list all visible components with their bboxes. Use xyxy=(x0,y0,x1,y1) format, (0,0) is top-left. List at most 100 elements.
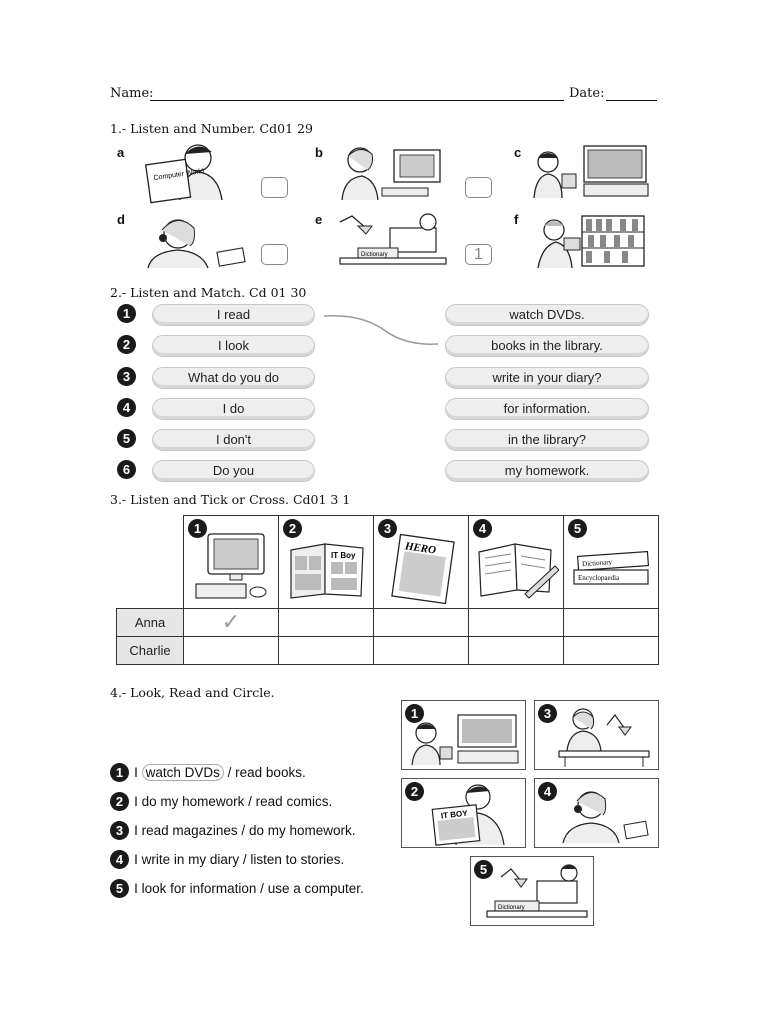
table-header-cell: 1 xyxy=(183,515,279,609)
answer-box-e[interactable]: 1 xyxy=(465,244,492,265)
match-left-option[interactable]: What do you do xyxy=(152,367,315,389)
option[interactable]: read comics xyxy=(255,794,329,809)
picture-girl-at-bookshelf xyxy=(537,215,645,269)
answer-box-d[interactable] xyxy=(261,244,288,265)
match-number: 3 xyxy=(117,367,136,386)
column-number: 5 xyxy=(568,519,587,538)
match-left-option[interactable]: I don't xyxy=(152,429,315,451)
option[interactable]: write in my diary xyxy=(141,852,240,867)
option[interactable]: listen to stories xyxy=(250,852,341,867)
name-field[interactable] xyxy=(150,100,564,101)
option[interactable]: read magazines xyxy=(141,823,238,838)
dictionary-label: Dictionary xyxy=(498,905,525,911)
sentence-end: . xyxy=(360,881,364,896)
section2-title: 2.- Listen and Match. Cd 01 30 xyxy=(110,285,307,300)
sentence-row: 1 I watch DVDs / read books. xyxy=(110,762,306,782)
picture-girl-listening xyxy=(147,219,246,269)
picture-panel: 1 xyxy=(401,700,526,770)
picture-panel: 5 Dictionary xyxy=(470,856,594,926)
comic-title: IT BOY xyxy=(441,809,469,821)
tick-cell[interactable] xyxy=(373,636,469,665)
match-number: 1 xyxy=(117,304,136,323)
diary-picture xyxy=(478,543,559,599)
match-right-option[interactable]: watch DVDs. xyxy=(445,304,649,326)
picture-girl-doing-homework xyxy=(558,708,650,767)
sentence-end: . xyxy=(351,823,356,838)
table-header-cell: 4 xyxy=(468,515,564,609)
sentence-end: . xyxy=(328,794,333,809)
picture-number: 2 xyxy=(405,782,424,801)
tick-cell[interactable] xyxy=(278,636,374,665)
tick-cell[interactable] xyxy=(468,636,564,665)
item-letter-d: d xyxy=(117,212,125,227)
sentence-number: 2 xyxy=(110,792,129,811)
book-label-2: Encyclopaedia xyxy=(578,574,620,582)
tick-cell[interactable] xyxy=(373,608,469,637)
date-field[interactable] xyxy=(606,100,657,101)
section4-title: 4.- Look, Read and Circle. xyxy=(110,685,275,700)
tick-cell[interactable] xyxy=(563,608,659,637)
sentence-row: 4 I write in my diary / listen to storie… xyxy=(110,849,344,869)
item-letter-e: e xyxy=(315,212,323,227)
column-number: 2 xyxy=(283,519,302,538)
column-number: 4 xyxy=(473,519,492,538)
tick-cell[interactable] xyxy=(468,608,564,637)
tick-cell[interactable] xyxy=(183,636,279,665)
example-match-line xyxy=(323,315,439,345)
sentence-number: 5 xyxy=(110,879,129,898)
match-right-option[interactable]: for information. xyxy=(445,398,649,420)
option[interactable]: read books xyxy=(235,765,302,780)
picture-number: 4 xyxy=(538,782,557,801)
table-header-cell: 2 IT Boy xyxy=(278,515,374,609)
section1-title: 1.- Listen and Number. Cd01 29 xyxy=(110,121,313,136)
section3-title: 3.- Listen and Tick or Cross. Cd01 3 1 xyxy=(110,492,351,507)
picture-boy-at-desk-with-dictionary: Dictionary xyxy=(339,213,447,265)
option[interactable]: do my homework xyxy=(141,794,245,809)
sentence-subject: I xyxy=(134,765,142,780)
match-left-option[interactable]: I do xyxy=(152,398,315,420)
column-number: 1 xyxy=(188,519,207,538)
table-header-cell: 5 Dictionary Encyclopaedia xyxy=(563,515,659,609)
option-separator: / xyxy=(237,823,249,838)
option[interactable]: use a computer xyxy=(267,881,360,896)
match-number: 2 xyxy=(117,335,136,354)
table-header-cell: 3 HERO xyxy=(373,515,469,609)
match-right-option[interactable]: write in your diary? xyxy=(445,367,649,389)
match-number: 5 xyxy=(117,429,136,448)
sentence-row: 3 I read magazines / do my homework. xyxy=(110,820,356,840)
match-left-option[interactable]: Do you xyxy=(152,460,315,482)
picture-panel: 2 IT BOY xyxy=(401,778,526,848)
sentence-subject: I xyxy=(134,881,142,896)
match-right-option[interactable]: in the library? xyxy=(445,429,649,451)
option-separator: / xyxy=(244,794,256,809)
row-label-charlie: Charlie xyxy=(116,636,184,665)
option-circled[interactable]: watch DVDs xyxy=(141,764,224,781)
sentence-row: 2 I do my homework / read comics. xyxy=(110,791,332,811)
option[interactable]: do my homework xyxy=(248,823,352,838)
sentence-row: 5 I look for information / use a compute… xyxy=(110,878,364,898)
books-picture: Dictionary Encyclopaedia xyxy=(573,550,650,585)
picture-boy-reading-comic: IT BOY xyxy=(431,784,505,846)
answer-box-b[interactable] xyxy=(465,177,492,198)
tick-cell[interactable]: ✓ xyxy=(183,608,279,637)
option[interactable]: look for information xyxy=(141,881,257,896)
row-label-anna: Anna xyxy=(116,608,184,637)
answer-box-a[interactable] xyxy=(261,177,288,198)
match-left-option[interactable]: I look xyxy=(152,335,315,357)
name-label: Name: xyxy=(110,86,154,101)
column-number: 3 xyxy=(378,519,397,538)
picture-number: 1 xyxy=(405,704,424,723)
picture-girl-listening xyxy=(562,791,649,844)
tick-cell[interactable] xyxy=(563,636,659,665)
tick-cell[interactable] xyxy=(278,608,374,637)
option-separator: / xyxy=(223,765,236,780)
match-right-option[interactable]: books in the library. xyxy=(445,335,649,357)
magazine-picture: HERO xyxy=(391,533,455,604)
match-right-option[interactable]: my homework. xyxy=(445,460,649,482)
item-letter-f: f xyxy=(514,212,519,227)
picture-boy-at-desk-with-dictionary: Dictionary xyxy=(486,864,588,918)
item-letter-b: b xyxy=(315,145,323,160)
match-number: 6 xyxy=(117,460,136,479)
sentence-number: 4 xyxy=(110,850,129,869)
match-left-option[interactable]: I read xyxy=(152,304,315,326)
